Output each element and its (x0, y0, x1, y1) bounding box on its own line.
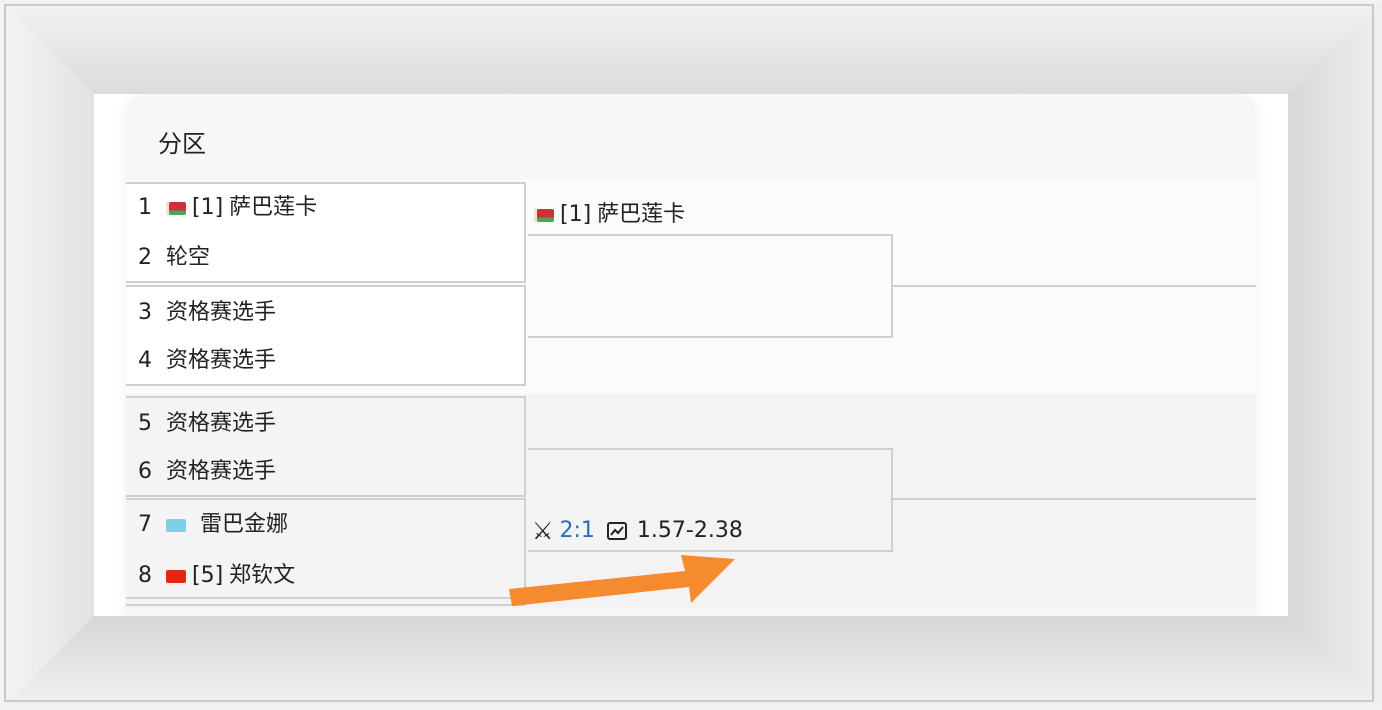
player-row-3[interactable]: 3 资格赛选手 (138, 293, 276, 333)
round2-match-box-2 (528, 448, 893, 552)
match-info: ⚔ 2:1 1.57-2.38 (532, 514, 743, 548)
player-name: 萨巴莲卡 (229, 195, 318, 220)
seed: [1] (192, 195, 224, 220)
belarus-flag-icon (166, 201, 186, 215)
match-box-1: 1 [1] 萨巴莲卡 2 轮空 (126, 182, 526, 283)
player-name: 资格赛选手 (166, 411, 277, 436)
frame-bottom (0, 616, 1382, 710)
round2-winner-row[interactable]: [1] 萨巴莲卡 (534, 200, 685, 230)
china-flag-icon (166, 569, 186, 583)
seed: [5] (192, 563, 224, 588)
draw-number: 6 (138, 459, 152, 484)
belarus-flag-icon (534, 208, 554, 222)
player-name: 资格赛选手 (166, 300, 277, 325)
odds-text: 1.57-2.38 (636, 518, 743, 543)
head-to-head-score-link[interactable]: 2:1 (559, 518, 595, 543)
next-match-edge (126, 604, 526, 606)
draw-number: 1 (138, 195, 152, 220)
player-row-2[interactable]: 2 轮空 (138, 238, 210, 278)
frame-left (0, 0, 94, 710)
player-name: 资格赛选手 (166, 348, 277, 373)
match-box-3: 5 资格赛选手 6 资格赛选手 (126, 396, 526, 497)
connector-line-bottom (892, 498, 1256, 500)
player-name: 郑钦文 (229, 563, 296, 588)
draw-number: 3 (138, 300, 152, 325)
draw-number: 5 (138, 411, 152, 436)
kazakhstan-flag-icon (166, 518, 186, 532)
player-row-4[interactable]: 4 资格赛选手 (138, 341, 276, 381)
crossed-swords-icon: ⚔ (532, 517, 554, 545)
player-name: 资格赛选手 (166, 459, 277, 484)
seed: [1] (560, 202, 592, 227)
player-row-5[interactable]: 5 资格赛选手 (138, 404, 276, 444)
bracket-viewport: 分区 1 [1] 萨巴莲卡 2 轮空 3 资格赛选手 4 资格赛选手 5 资格赛… (94, 94, 1288, 616)
section-title: 分区 (158, 130, 206, 158)
player-row-7[interactable]: 7 雷巴金娜 (138, 505, 288, 545)
player-row-1[interactable]: 1 [1] 萨巴莲卡 (138, 188, 317, 228)
player-name: 萨巴莲卡 (597, 202, 686, 227)
player-row-8[interactable]: 8 [5] 郑钦文 (138, 556, 295, 596)
draw-number: 2 (138, 245, 152, 270)
frame-top (0, 0, 1382, 94)
draw-number: 4 (138, 348, 152, 373)
draw-number: 8 (138, 563, 152, 588)
match-box-2: 3 资格赛选手 4 资格赛选手 (126, 285, 526, 386)
player-name: 雷巴金娜 (200, 512, 289, 537)
player-name: 轮空 (166, 245, 211, 270)
round2-match-box-1 (528, 234, 893, 338)
connector-line-top (892, 285, 1256, 287)
annotation-arrow-icon (509, 555, 735, 606)
draw-number: 7 (138, 512, 152, 537)
line-chart-icon[interactable] (606, 522, 627, 540)
match-box-4: 7 雷巴金娜 8 [5] 郑钦文 (126, 498, 526, 599)
frame-right (1288, 0, 1382, 710)
player-row-6[interactable]: 6 资格赛选手 (138, 452, 276, 492)
